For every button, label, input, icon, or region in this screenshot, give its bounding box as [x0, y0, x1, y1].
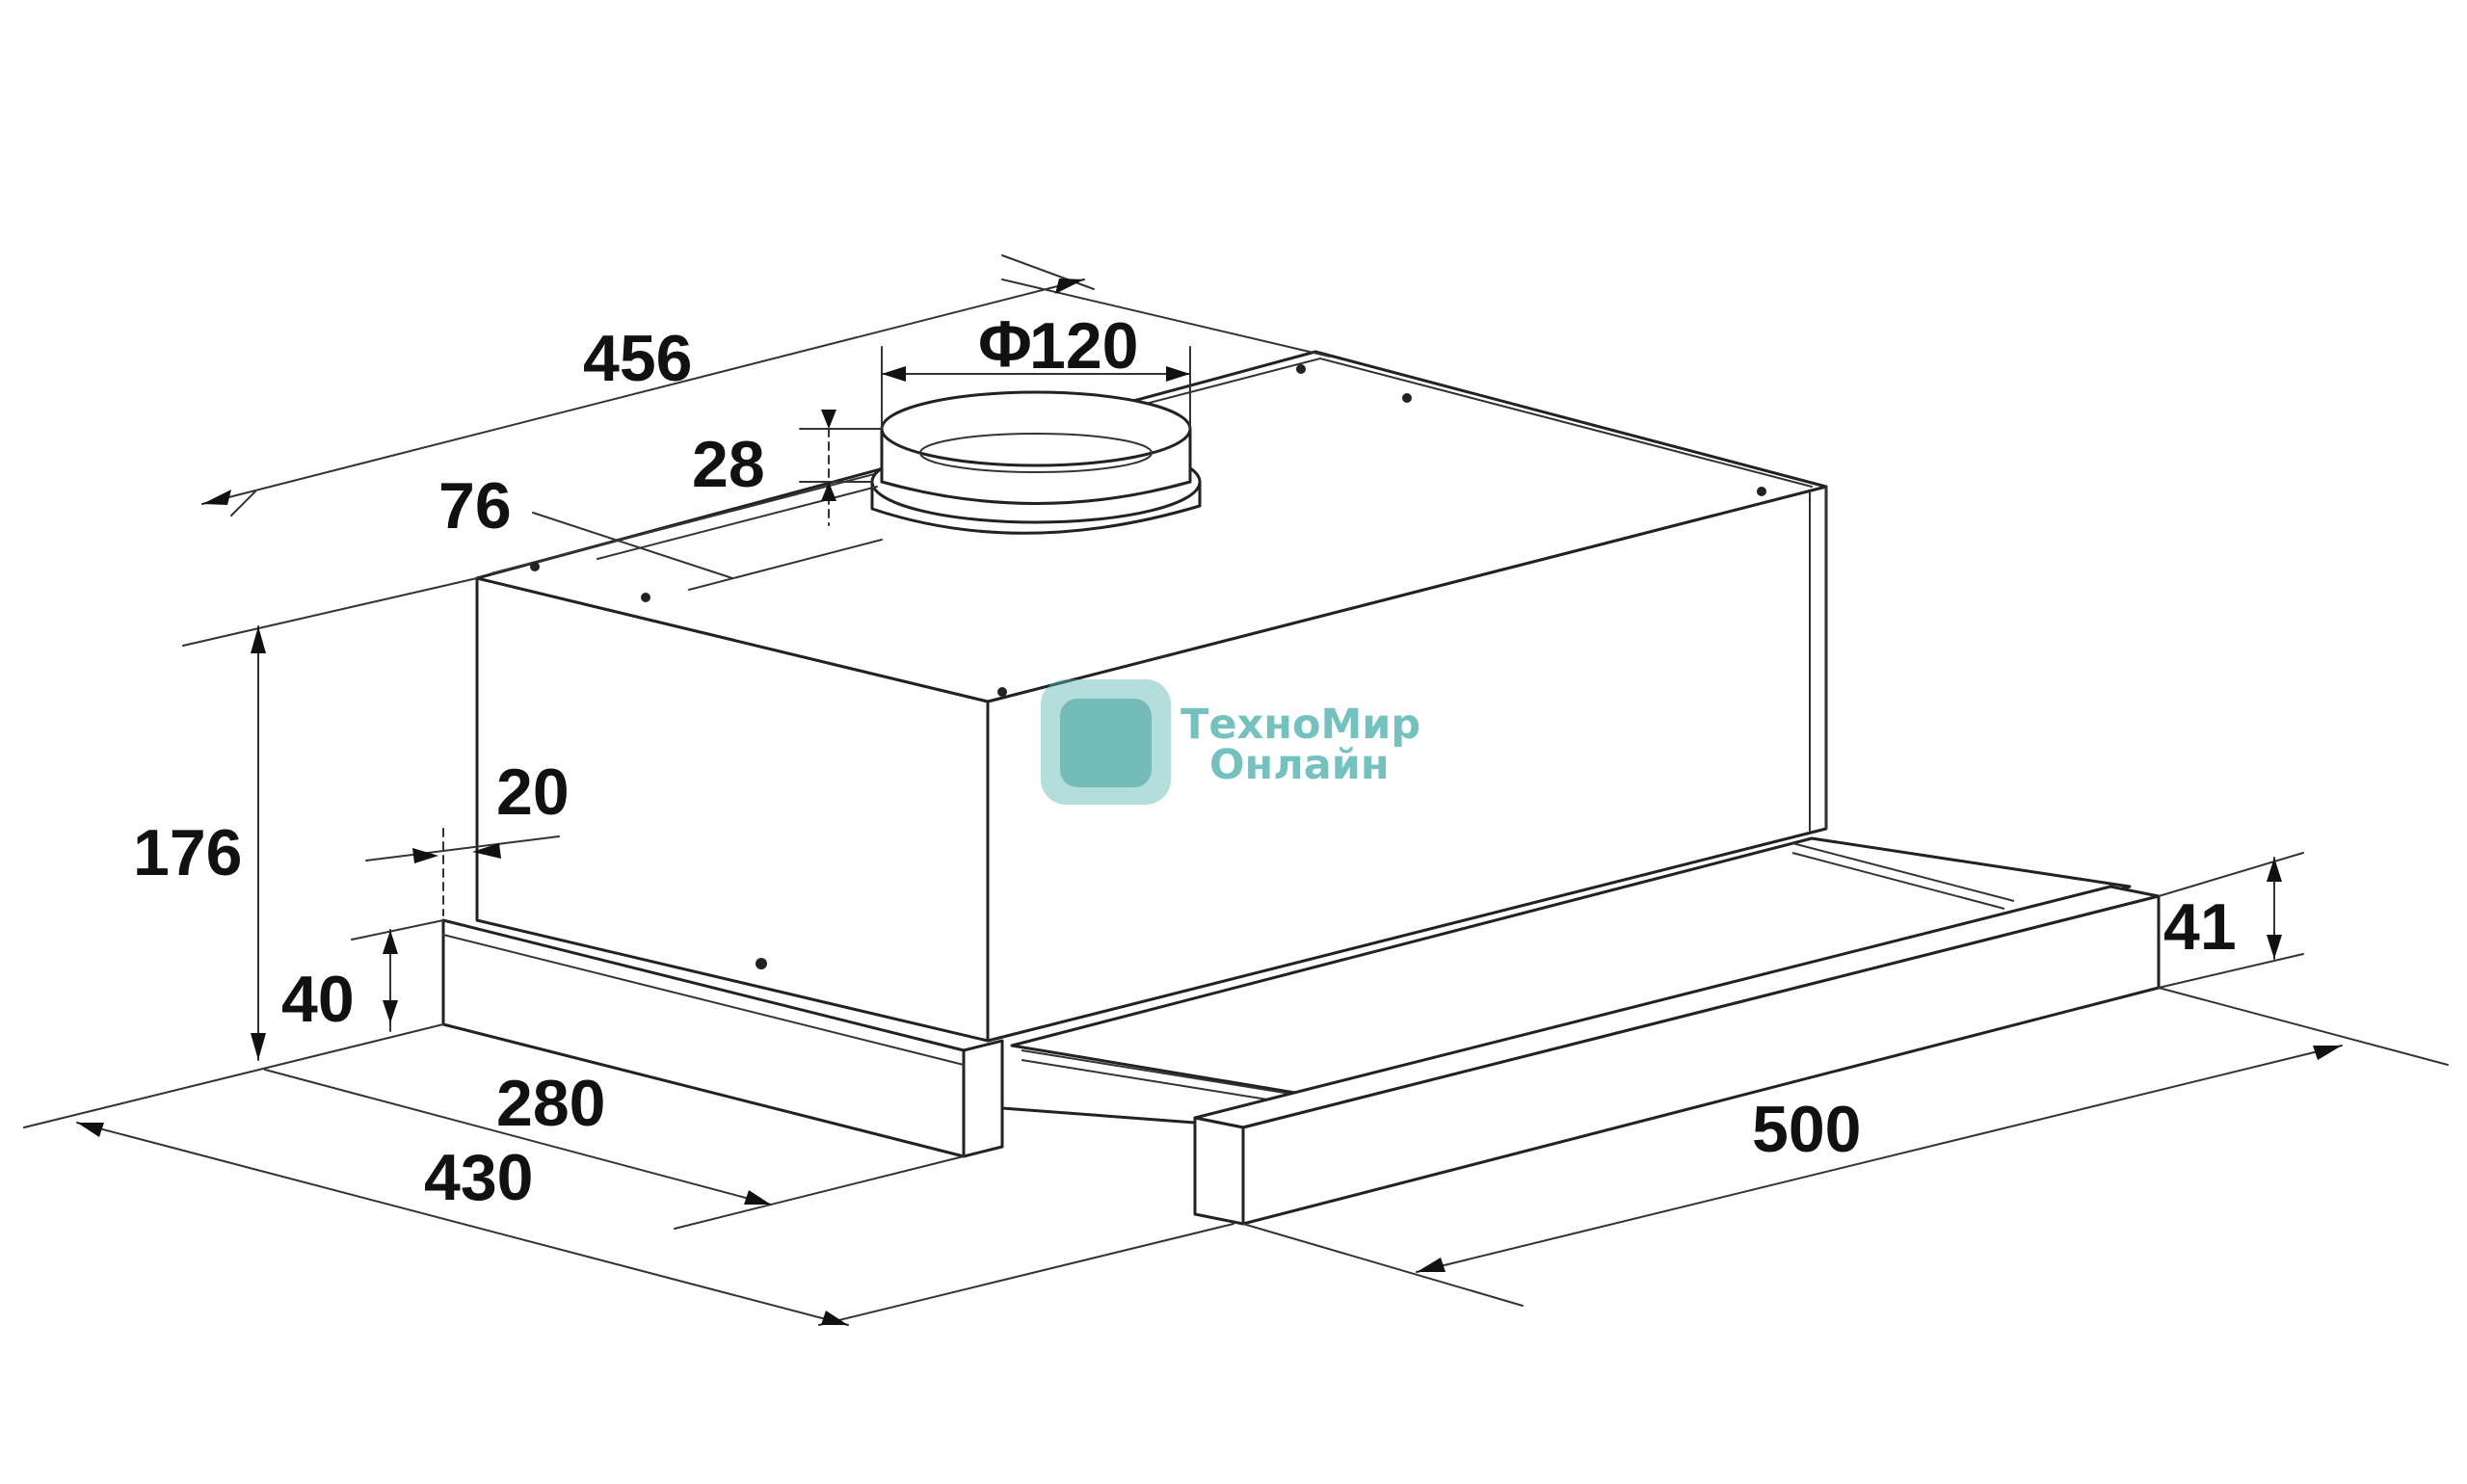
screw [997, 687, 1007, 697]
label-500: 500 [1752, 1093, 1861, 1166]
slider-assembly [1000, 836, 2161, 1226]
dim-ext [1242, 1223, 1524, 1307]
arrow [202, 490, 231, 505]
dim-ext [2158, 987, 2449, 1066]
screw [1757, 487, 1766, 496]
top-rim [491, 357, 1813, 574]
label-diameter-symbol: Φ [978, 307, 1032, 381]
dim-ext [688, 539, 883, 591]
arrow [882, 366, 906, 382]
duct-top-ring [880, 390, 1192, 467]
dimension-arrows [77, 278, 2342, 1325]
dimension-labels: 456 Φ 120 28 76 176 20 40 280 430 500 41 [133, 307, 2237, 1214]
dim-430-line [76, 1122, 849, 1326]
hood-body [475, 350, 1828, 1043]
dim-ext [23, 1023, 444, 1128]
label-120: 120 [1029, 309, 1138, 383]
slider-grill [1021, 842, 2015, 1104]
arrow [1055, 278, 1084, 294]
label-280: 280 [496, 1067, 605, 1140]
arrow [821, 482, 836, 501]
slider-tray [1010, 836, 2132, 1100]
label-430: 430 [424, 1141, 533, 1214]
screw [530, 562, 540, 571]
label-28: 28 [692, 428, 765, 501]
arrow [744, 1190, 771, 1205]
arrow [1166, 366, 1190, 382]
slider-front-bar-end [1193, 1116, 1245, 1226]
dim-ext [351, 919, 444, 941]
watermark: ТехноМир Онлайн [1041, 679, 1420, 805]
label-20: 20 [496, 755, 570, 829]
arrow [1417, 1258, 1446, 1272]
screw [1296, 364, 1306, 374]
arrow [821, 1311, 848, 1325]
dim-ext [818, 1223, 1234, 1326]
duct-inner [919, 433, 1153, 473]
arrow [412, 848, 438, 863]
dim-280-line [264, 1069, 772, 1206]
dim-76-line [532, 512, 733, 579]
dim-ext [1001, 254, 1095, 290]
arrow [472, 843, 501, 859]
arrow [383, 930, 398, 954]
arrow [251, 626, 266, 653]
arrow [2313, 1046, 2342, 1060]
label-40: 40 [281, 963, 355, 1036]
watermark-line2: Онлайн [1209, 741, 1390, 789]
watermark-line1: ТехноМир [1180, 701, 1420, 749]
arrow [821, 410, 836, 429]
dim-ext [182, 577, 478, 647]
lower-panel-side [962, 1039, 1004, 1158]
arrow [251, 1033, 266, 1060]
arrow [383, 1000, 398, 1023]
lower-panel-edge [442, 934, 965, 1066]
arrow [2267, 935, 2282, 959]
duct-bottom [880, 480, 1192, 505]
slider-underside [1000, 1106, 1197, 1125]
screw [1402, 393, 1412, 403]
label-41: 41 [2163, 890, 2237, 964]
label-456: 456 [583, 322, 692, 395]
label-76: 76 [438, 469, 512, 543]
screw [641, 593, 650, 602]
arrow [77, 1123, 104, 1137]
screw [756, 958, 767, 969]
dim-500-line [1416, 1045, 2343, 1273]
dim-ext [2158, 852, 2304, 897]
label-176: 176 [133, 816, 242, 889]
dim-tick [230, 490, 256, 517]
exhaust-duct [870, 390, 1202, 535]
watermark-logo-inner [1060, 699, 1152, 787]
dim-ext [2158, 953, 2304, 989]
dim-456-line [201, 278, 1085, 505]
dim-ext [674, 1155, 965, 1230]
arrow [2267, 858, 2282, 882]
dim-20-line [365, 835, 560, 861]
